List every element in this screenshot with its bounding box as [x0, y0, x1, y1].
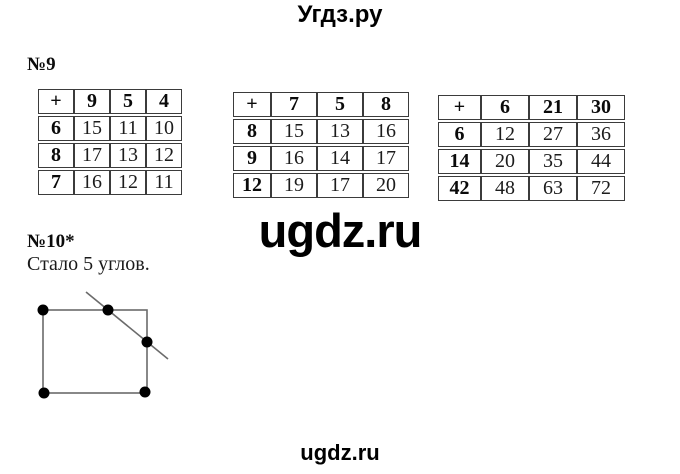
- site-header-title: Угдз.ру: [297, 1, 383, 28]
- table-cell: 11: [110, 116, 146, 141]
- table-cell: 27: [529, 122, 577, 147]
- table-cell: 20: [363, 173, 409, 198]
- table-cell: 14: [317, 146, 363, 171]
- table-cell: 6: [438, 122, 481, 147]
- table-cell: 7: [38, 170, 74, 195]
- vertex-dot: [139, 386, 151, 398]
- table-cell: 12: [146, 143, 182, 168]
- table-cell: 11: [146, 170, 182, 195]
- table-header-cell: 6: [481, 95, 529, 120]
- watermark-center: ugdz.ru: [258, 204, 423, 257]
- table-cell: 72: [577, 176, 625, 201]
- table-cell: 17: [363, 146, 409, 171]
- table-cell: 16: [74, 170, 110, 195]
- table-header-cell: 21: [529, 95, 577, 120]
- table-cell: 16: [363, 119, 409, 144]
- table-header-cell: +: [438, 95, 481, 120]
- table-cell: 10: [146, 116, 182, 141]
- table-header-cell: 8: [363, 92, 409, 117]
- table-cell: 8: [38, 143, 74, 168]
- vertex-dot: [102, 304, 114, 316]
- table-cell: 13: [317, 119, 363, 144]
- vertex-dot: [38, 387, 50, 399]
- task-10-answer: Стало 5 углов.: [27, 253, 150, 275]
- table-cell: 15: [74, 116, 110, 141]
- table-cell: 12: [110, 170, 146, 195]
- task-10-label: №10*: [27, 231, 75, 252]
- table-header-cell: +: [38, 89, 74, 114]
- table-header-cell: +: [233, 92, 271, 117]
- task-9-label: №9: [27, 54, 56, 75]
- table-cell: 13: [110, 143, 146, 168]
- vertex-dot: [141, 336, 153, 348]
- task-10-figure: [22, 283, 207, 408]
- rectangle-shape: [42, 309, 148, 394]
- table-header-cell: 4: [146, 89, 182, 114]
- table-cell: 15: [271, 119, 317, 144]
- diagonal-cut-line: [85, 291, 169, 360]
- table-cell: 8: [233, 119, 271, 144]
- table-header-cell: 5: [110, 89, 146, 114]
- table-cell: 48: [481, 176, 529, 201]
- table-cell: 12: [233, 173, 271, 198]
- table-cell: 14: [438, 149, 481, 174]
- table-header-cell: 9: [74, 89, 110, 114]
- table-cell: 44: [577, 149, 625, 174]
- table-cell: 17: [317, 173, 363, 198]
- table-cell: 42: [438, 176, 481, 201]
- table-cell: 35: [529, 149, 577, 174]
- table-cell: 20: [481, 149, 529, 174]
- table-header-cell: 7: [271, 92, 317, 117]
- table-cell: 36: [577, 122, 625, 147]
- table-cell: 6: [38, 116, 74, 141]
- table-cell: 9: [233, 146, 271, 171]
- table-header-cell: 30: [577, 95, 625, 120]
- table-cell: 16: [271, 146, 317, 171]
- table-cell: 17: [74, 143, 110, 168]
- vertex-dot: [37, 304, 49, 316]
- table-cell: 12: [481, 122, 529, 147]
- figure-svg: [37, 291, 169, 399]
- table-cell: 19: [271, 173, 317, 198]
- table-header-cell: 5: [317, 92, 363, 117]
- table-cell: 63: [529, 176, 577, 201]
- watermark-bottom: ugdz.ru: [300, 440, 380, 465]
